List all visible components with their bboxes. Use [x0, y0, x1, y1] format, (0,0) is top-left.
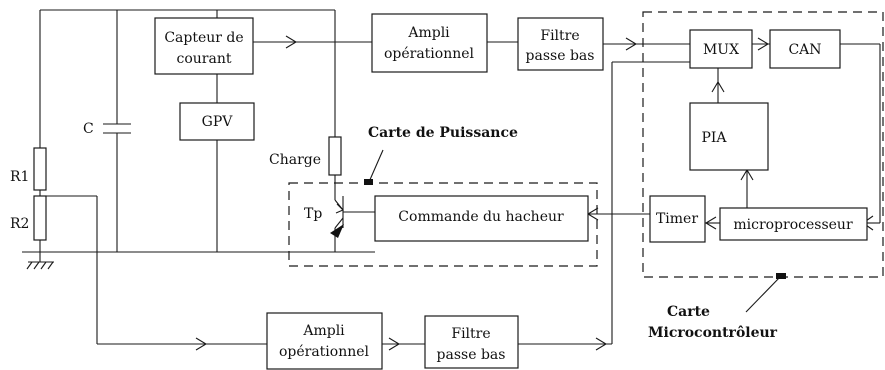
microprocesseur-label: microprocesseur: [733, 217, 853, 233]
pia-label: PIA: [701, 130, 727, 146]
puissance-pointer-tip: [364, 179, 373, 185]
flow-arrows: [195, 35, 874, 351]
ampli-bottom-block: Ampli opérationnel: [266, 312, 383, 370]
commande-hacheur-block: Commande du hacheur: [374, 195, 589, 242]
mux-label: MUX: [703, 42, 739, 58]
r2-label: R2: [10, 216, 29, 232]
capteur-label-line2: courant: [177, 51, 232, 67]
commande-label: Commande du hacheur: [398, 209, 564, 225]
resistor-r2: [33, 195, 47, 241]
mux-block: MUX: [689, 29, 753, 69]
pia-block: PIA: [689, 102, 769, 171]
carte-puissance-outline: [288, 182, 598, 267]
ampli-top-block: Ampli opérationnel: [371, 13, 488, 73]
passive-components: [26, 123, 344, 270]
capteur-de-courant-block: Capteur de courant: [154, 17, 254, 75]
resistor-r1: [33, 147, 47, 191]
timer-block: Timer: [649, 195, 706, 243]
microcontroleur-pointer: [745, 275, 782, 313]
filtre-bottom-block: Filtre passe bas: [424, 315, 519, 369]
carte-microcontroleur-label-line2: Microcontrôleur: [648, 325, 778, 341]
capacitor-label: C: [83, 121, 94, 137]
resistor-charge: [328, 136, 342, 176]
can-block: CAN: [769, 29, 841, 69]
transistor-emitter-marker: [330, 224, 344, 238]
ground-symbol: [26, 261, 54, 270]
ampli-bottom-label-line1: Ampli: [302, 323, 345, 339]
filtre-top-label-line2: passe bas: [526, 48, 595, 64]
carte-microcontroleur-label-line1: Carte: [667, 304, 710, 320]
timer-label: Timer: [656, 211, 698, 227]
filtre-top-label-line1: Filtre: [540, 28, 579, 44]
microprocesseur-block: microprocesseur: [719, 207, 868, 241]
ampli-top-label-line2: opérationnel: [384, 46, 475, 62]
r1-label: R1: [10, 169, 29, 185]
transistor-label: Tp: [304, 206, 322, 222]
ampli-top-label-line1: Ampli: [407, 25, 450, 41]
puissance-pointer: [368, 149, 384, 183]
can-label: CAN: [788, 42, 821, 58]
gpv-block: GPV: [179, 102, 255, 141]
carte-microcontroleur-outline: [642, 11, 884, 278]
microcontroleur-pointer-tip: [776, 273, 786, 279]
charge-label: Charge: [269, 152, 321, 168]
capteur-label-line1: Capteur de: [164, 30, 243, 46]
filtre-bottom-label-line1: Filtre: [451, 326, 490, 342]
wiring: [22, 9, 881, 345]
filtre-bottom-label-line2: passe bas: [437, 347, 506, 363]
gpv-label: GPV: [202, 114, 234, 130]
carte-puissance-label: Carte de Puissance: [368, 125, 518, 141]
ampli-bottom-label-line2: opérationnel: [279, 344, 370, 360]
filtre-top-block: Filtre passe bas: [517, 17, 604, 71]
